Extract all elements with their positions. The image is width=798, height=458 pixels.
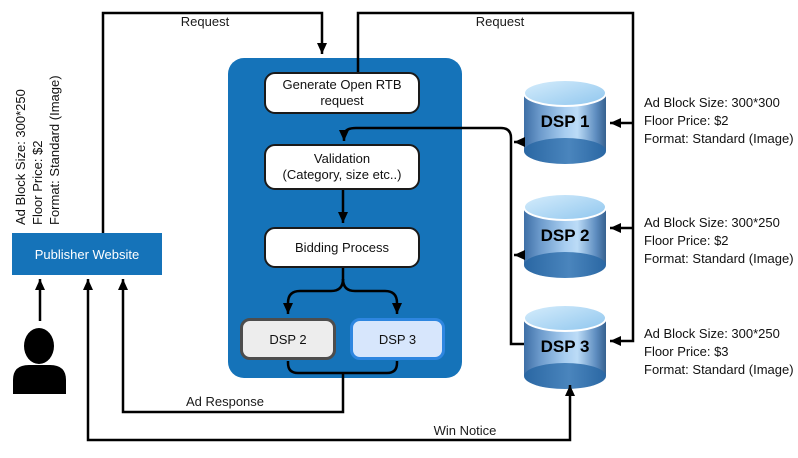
request-right-label: Request: [475, 14, 525, 29]
winner-dsp2-label: DSP 2: [269, 331, 307, 347]
winner-dsp3-label: DSP 3: [378, 331, 417, 347]
dsp3-spec-line: Ad Block Size: 300*250: [644, 326, 780, 341]
dsp1-specs: Ad Block Size: 300*300 Floor Price: $2 F…: [644, 94, 796, 148]
validation-node: Validation (Category, size etc..): [264, 144, 420, 190]
bidding-process-node: Bidding Process: [264, 227, 420, 268]
winner-dsp2-node: DSP 2: [240, 318, 336, 360]
generate-openrtb-request-node: Generate Open RTB request: [264, 72, 420, 114]
validation-line1: Validation: [313, 151, 371, 166]
dsp1-spec-line: Ad Block Size: 300*300: [644, 95, 780, 110]
winner-dsp3-node: DSP 3: [350, 318, 445, 360]
ad-response-label: Ad Response: [185, 394, 265, 409]
dsp3-label: DSP 3: [540, 337, 590, 356]
dsp1-label: DSP 1: [540, 112, 590, 131]
validation-line2: (Category, size etc..): [282, 167, 402, 182]
user-icon: [13, 328, 66, 394]
dsp2-spec-line: Floor Price: $2: [644, 233, 729, 248]
generate-line1: Generate Open RTB: [282, 77, 402, 92]
dsp2-specs: Ad Block Size: 300*250 Floor Price: $2 F…: [644, 214, 796, 268]
request-right-trunk: [356, 11, 635, 346]
dsp3-specs: Ad Block Size: 300*250 Floor Price: $3 F…: [644, 325, 796, 379]
publisher-website-node: Publisher Website: [12, 233, 162, 275]
publisher-website-label: Publisher Website: [34, 246, 140, 262]
publisher-spec-line: Ad Block Size: 300*250: [13, 89, 28, 225]
dsp2-database-icon: [523, 193, 607, 278]
dsp1-spec-line: Floor Price: $2: [644, 113, 729, 128]
bidding-to-dsp2-arrow: [283, 278, 345, 314]
publisher-spec-line: Floor Price: $2: [30, 140, 45, 225]
dsp2-merge-line: [286, 361, 343, 375]
request-left-arrow: [101, 11, 327, 233]
dsp3-spec-line: Floor Price: $3: [644, 344, 729, 359]
win-notice-label: Win Notice: [433, 423, 497, 438]
dsp3-merge-line: [343, 361, 399, 375]
dsp2-label: DSP 2: [540, 226, 590, 245]
publisher-spec-line: Format: Standard (Image): [47, 75, 62, 225]
win-notice-arrow: [83, 279, 575, 442]
request-left-label: Request: [180, 14, 230, 29]
dsp2-spec-line: Ad Block Size: 300*250: [644, 215, 780, 230]
dsp3-spec-line: Format: Standard (Image): [644, 362, 794, 377]
dsp1-spec-line: Format: Standard (Image): [644, 131, 794, 146]
dsp1-database-icon: [523, 79, 607, 164]
dsp2-spec-line: Format: Standard (Image): [644, 251, 794, 266]
publisher-ad-specs: Ad Block Size: 300*250 Floor Price: $2 F…: [12, 75, 64, 225]
bidding-to-dsp3-arrow: [341, 278, 402, 314]
dsp-response-to-validation: [339, 126, 524, 346]
generate-line2: request: [320, 93, 364, 108]
bidding-label: Bidding Process: [295, 239, 389, 255]
